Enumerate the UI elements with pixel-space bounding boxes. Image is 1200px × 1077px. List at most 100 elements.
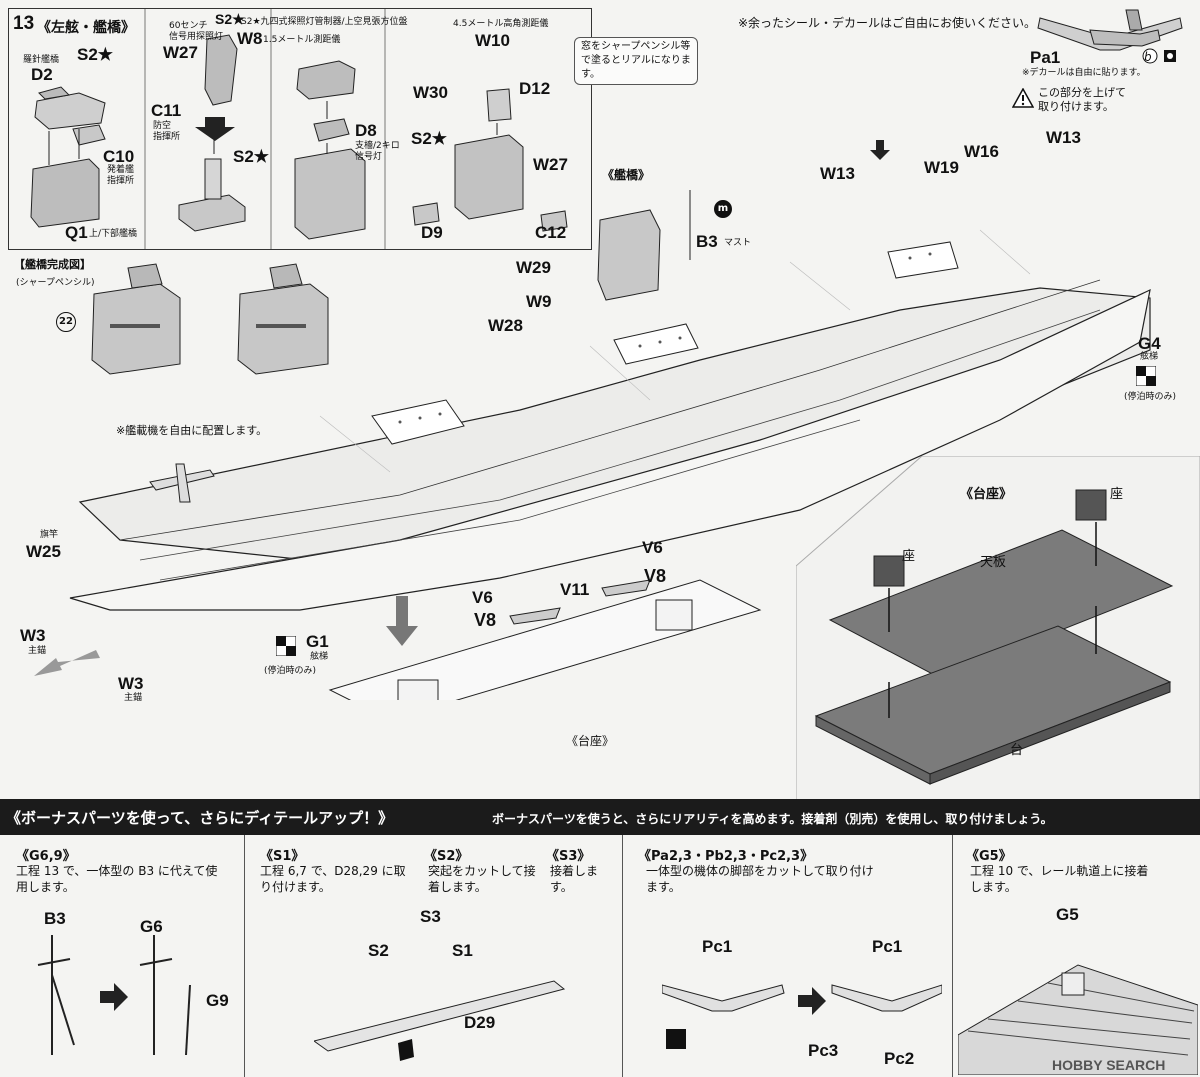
bridge-pencil-note: (シャープペンシル): [16, 278, 95, 288]
bridge-parts-drawing: [30, 9, 568, 249]
label-pc2: Pc2: [884, 1049, 915, 1068]
step-title: 《左舷・艦橋》: [37, 19, 135, 35]
label-stand: 《台座》: [566, 734, 615, 748]
decal-marker-icon: [276, 636, 296, 656]
aircraft-note: ※艦載機を自由に配置します。: [116, 424, 268, 437]
bonus-g69-text: 工程 13 で、一体型の B3 に代えて使用します。: [16, 864, 218, 894]
bridge-complete-drawing: [91, 263, 329, 375]
part-m-marker: m: [714, 200, 732, 218]
label-w3-a-sub: 主錨: [28, 646, 47, 656]
label-g9: G9: [206, 991, 229, 1010]
step-13-panel: 13 《左舷・艦橋》 羅針艦橋 D2 S2★ 60センチ 信号用探照灯 W27 …: [8, 8, 592, 250]
label-d29: D29: [464, 1013, 496, 1032]
pencil-number-22: 22: [56, 312, 76, 332]
aircraft-bonus-drawing: [662, 984, 942, 1049]
bonus-s3-text: 接着します。: [550, 864, 599, 894]
arrow-right-icon: [100, 983, 128, 1011]
bonus-g69-head: 《G6,9》: [16, 849, 76, 864]
label-g4: G4: [1138, 334, 1161, 353]
stand-tenban: 天板: [980, 555, 1007, 570]
label-c10: C10: [103, 147, 135, 166]
label-w25: W25: [26, 542, 61, 561]
bonus-desc: ボーナスパーツを使うと、さらにリアリティを高めます。接着剤（別売）を使用し、取り…: [492, 812, 1053, 826]
label-w29: W29: [516, 258, 551, 277]
label-d12: D12: [519, 79, 551, 98]
label-g6: G6: [140, 917, 163, 936]
bonus-g5-text: 工程 10 で、レール軌道上に接着します。: [970, 864, 1149, 894]
bonus-pa-text: 一体型の機体の脚部をカットして取り付けます。: [646, 864, 874, 894]
rail-track-drawing: [958, 964, 1198, 1075]
watermark: HOBBY SEARCH: [1052, 1057, 1166, 1073]
label-s2: S2★: [215, 11, 245, 27]
label-d8: D8: [355, 121, 377, 140]
label-w3-a: W3: [20, 626, 46, 645]
label-q1-sub: 上/下部艦橋: [89, 229, 138, 239]
label-w13-b: W13: [1046, 128, 1081, 147]
label-c10-sub: 発着艦 指揮所: [107, 165, 135, 186]
label-w27-sub: 60センチ 信号用探照灯: [169, 21, 224, 42]
label-w27-right: W27: [533, 155, 568, 174]
label-pc1-b: Pc1: [872, 937, 903, 956]
label-g1: G1: [306, 632, 329, 651]
bonus-pa-head: 《Pa2,3・Pb2,3・Pc2,3》: [638, 849, 814, 864]
label-b3-sub: マスト: [724, 238, 752, 248]
bonus-cell-g69: 《G6,9》 工程 13 で、一体型の B3 に代えて使用します。 B3 G6 …: [0, 835, 245, 1077]
bonus-cell-g5: 《G5》 工程 10 で、レール軌道上に接着します。 G5: [952, 835, 1200, 1077]
mast-drawing: [37, 935, 191, 1056]
stand-za-left: 座: [902, 549, 916, 564]
decal-note: ※デカールは自由に貼ります。: [1022, 68, 1146, 78]
label-s1: S1: [452, 941, 473, 960]
label-bridge: 《艦橋》: [602, 168, 651, 182]
label-b3-bonus: B3: [44, 909, 66, 928]
label-s3: S3: [420, 907, 441, 926]
bonus-s1-text: 工程 6,7 で、D28,29 に取り付けます。: [260, 864, 406, 894]
step-number: 13: [13, 13, 35, 34]
label-g5: G5: [1056, 905, 1079, 924]
label-c11: C11: [151, 101, 182, 120]
bonus-s3-head: 《S3》: [546, 849, 591, 864]
bonus-cell-s123: 《S1》 工程 6,7 で、D28,29 に取り付けます。 《S2》 突起をカッ…: [244, 835, 623, 1077]
label-v6-b: V6: [642, 538, 663, 557]
pa1-aircraft-drawing: [1037, 9, 1183, 64]
bridge-complete-title: 【艦橋完成図】: [14, 258, 91, 271]
label-v8-b: V8: [644, 566, 667, 586]
label-d2-sub: 羅針艦橋: [23, 55, 60, 65]
bonus-s2-head: 《S2》: [424, 849, 469, 864]
decal-marker-icon: [1136, 366, 1156, 386]
label-v11: V11: [560, 580, 590, 599]
label-b3: B3: [696, 232, 718, 251]
label-g4-note: (停泊時のみ): [1124, 392, 1177, 402]
label-s2-bonus: S2: [368, 941, 389, 960]
label-s2-c11: S2★: [233, 147, 270, 166]
bonus-parts-bar: 《ボーナスパーツを使って、さらにディテールアップ！》 ボーナスパーツを使うと、さ…: [0, 799, 1200, 835]
bonus-cell-pa: 《Pa2,3・Pb2,3・Pc2,3》 一体型の機体の脚部をカットして取り付けま…: [622, 835, 953, 1077]
stand-dai: 台: [1010, 743, 1024, 758]
label-v8-a: V8: [474, 610, 497, 630]
label-flagpole-sub: 旗竿: [40, 530, 59, 540]
bonus-g5-head: 《G5》: [966, 849, 1012, 864]
label-w19: W19: [924, 158, 959, 177]
carrier-ship-drawing: [34, 140, 1151, 700]
warning-icon: [1012, 88, 1034, 108]
label-w28: W28: [488, 316, 523, 335]
arrow-down-icon: [195, 117, 235, 141]
label-w16: W16: [964, 142, 999, 161]
label-pc1-a: Pc1: [702, 937, 733, 956]
stand-za-right: 座: [1110, 487, 1124, 502]
decal-b-marker: b: [1144, 50, 1152, 64]
top-note: ※余ったシール・デカールはご自由にお使いください。: [738, 16, 1037, 30]
label-q1: Q1: [65, 223, 88, 242]
label-pa1: Pa1: [1030, 48, 1061, 67]
label-w13-a: W13: [820, 164, 855, 183]
label-s2-w8-head: S2★九四式探照灯管制器/上空見張方位盤: [241, 17, 408, 27]
label-w10-sub: 4.5メートル高角測距儀: [453, 19, 549, 29]
label-g4-sub: 舷梯: [1140, 352, 1159, 362]
pencil-note-box: 窓をシャープペンシル等で塗るとリアルになります。: [574, 37, 698, 85]
label-d9: D9: [421, 223, 443, 242]
bonus-title: 《ボーナスパーツを使って、さらにディテールアップ！》: [6, 809, 394, 827]
arrow-down-icon: [870, 140, 890, 160]
stand-detail-title: 《台座》: [960, 487, 1013, 502]
label-w3-b-sub: 主錨: [124, 693, 143, 703]
label-d2: D2: [31, 65, 53, 84]
label-w8-sub: 1.5メートル測距儀: [263, 35, 341, 45]
